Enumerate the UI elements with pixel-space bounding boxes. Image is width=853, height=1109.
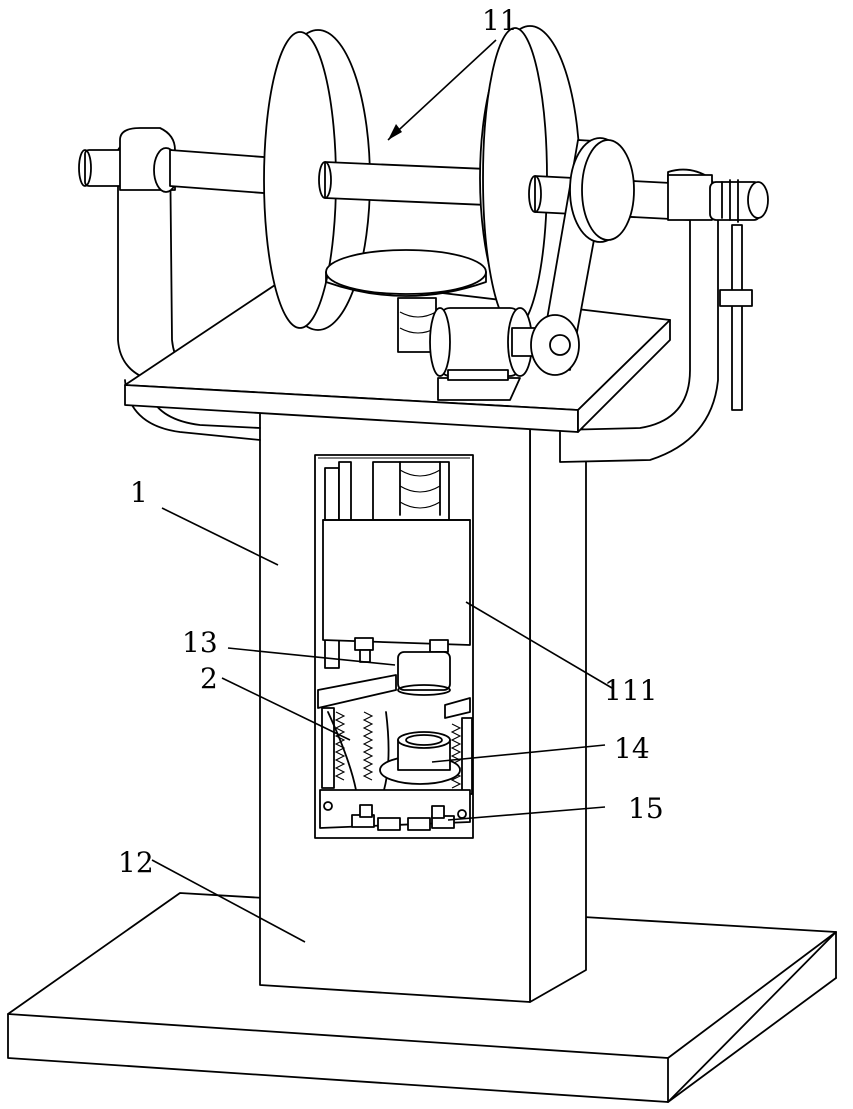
label-111: 111 bbox=[604, 674, 657, 707]
label-2: 2 bbox=[200, 662, 218, 695]
label-14: 14 bbox=[614, 732, 650, 765]
label-12: 12 bbox=[118, 846, 154, 879]
label-15: 15 bbox=[628, 792, 664, 825]
label-13: 13 bbox=[182, 626, 218, 659]
label-11: 11 bbox=[482, 4, 518, 37]
label-1: 1 bbox=[130, 476, 148, 509]
